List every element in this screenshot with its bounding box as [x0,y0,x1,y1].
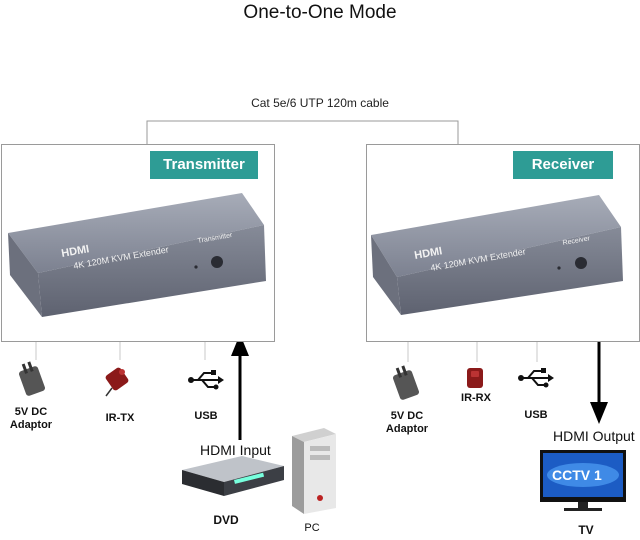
transmitter-device-image: HDMI 4K 120M KVM Extender Transmitter [8,193,266,317]
rx-device-role: Receiver [562,235,591,247]
rx-ir-port [575,257,587,269]
rx-ir-label: IR-RX [461,392,491,404]
tv-icon: CCTV 1 [540,450,626,511]
hdmi-output-label: HDMI Output [553,428,635,444]
cable-line [146,120,459,144]
receiver-panel: Receiver HDMI 4K 120M KVM Extender Recei… [366,144,640,342]
power-adapter-icon [19,361,45,396]
tx-ir-label: IR-TX [105,412,135,424]
tv-label: TV [578,523,594,537]
rx-power-label-line2: Adaptor [385,423,429,435]
rx-usb-label: USB [524,409,548,421]
dvd-label: DVD [213,513,239,527]
tx-device-logo: HDMI [60,243,90,260]
transmitter-badge: Transmitter [150,151,258,179]
diagram-title: One-to-One Mode [243,2,397,23]
tx-usb-label: USB [194,410,218,422]
pc-tower-icon [292,428,336,514]
rx-power-label-line1: 5V DC [390,410,424,422]
tx-power-label-line1: 5V DC [14,406,48,418]
tv-screen-text: CCTV 1 [552,467,602,483]
receiver-device-image: HDMI 4K 120M KVM Extender Receiver [371,195,623,315]
tx-power-label-line2: Adaptor [9,419,53,431]
rx-device-logo: HDMI [413,245,443,262]
usb-icon [188,370,224,390]
pc-label: PC [304,522,320,534]
hdmi-output-arrow-head [590,402,608,424]
receiver-badge: Receiver [513,151,613,179]
hdmi-input-label: HDMI Input [200,442,271,458]
tx-ir-port [211,256,223,268]
ir-tx-icon [105,367,129,397]
ir-rx-icon [467,368,483,388]
cable-label: Cat 5e/6 UTP 120m cable [251,96,389,110]
dvd-player-icon [182,456,284,496]
transmitter-panel: Transmitter HDMI 4K 120M KVM Extender Tr… [1,144,275,342]
usb-icon [518,368,554,388]
power-adapter-icon [393,365,419,400]
hdmi-input-arrow-head [231,334,249,356]
